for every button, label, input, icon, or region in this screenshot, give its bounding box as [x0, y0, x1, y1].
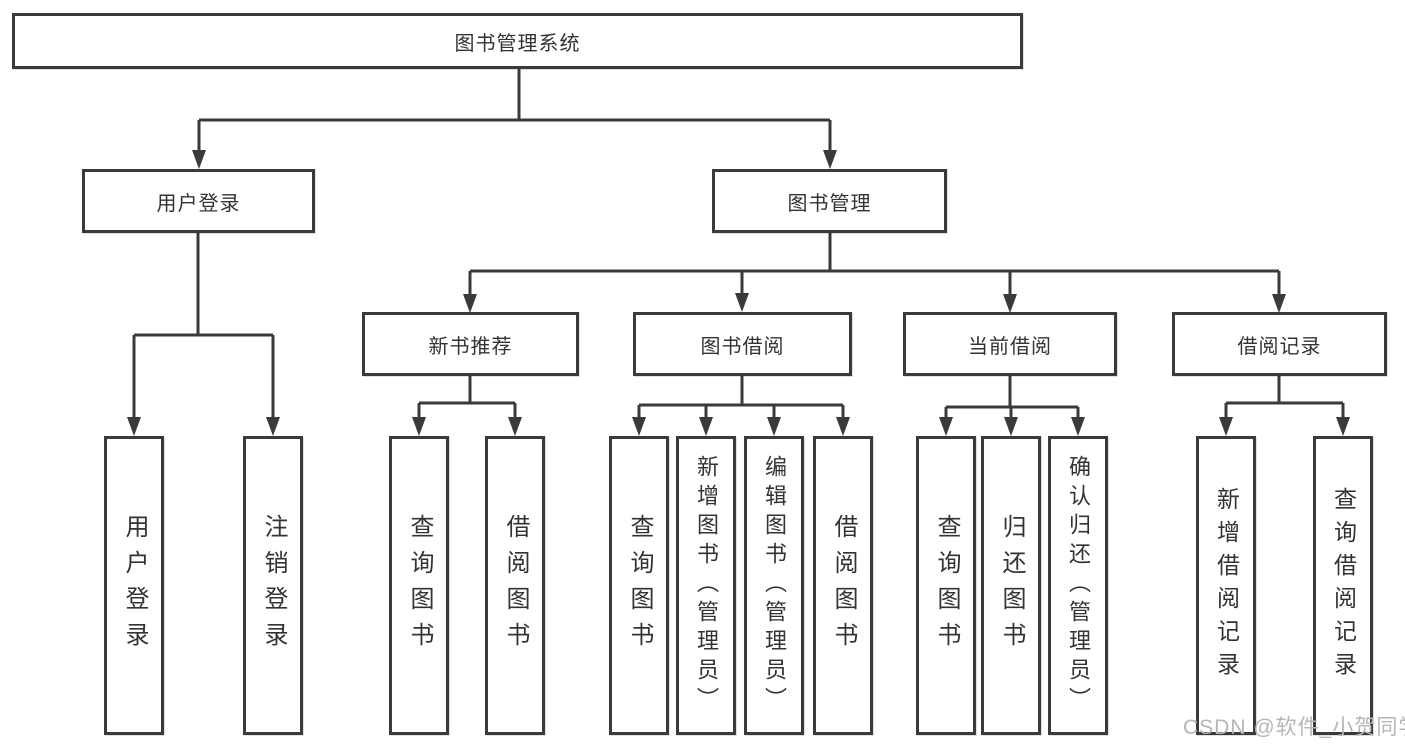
node-book-management-label: 图书管理: [787, 192, 872, 215]
leaf-newrec-query-book-label: 查询图书: [406, 513, 433, 658]
leaf-query-borrow-record-label: 查询借阅记录: [1330, 486, 1357, 685]
leaf-newrec-borrow-book: 借阅图书: [485, 436, 545, 735]
node-borrow-record: 借阅记录: [1172, 312, 1387, 376]
arrowheads: [127, 150, 1350, 436]
leaf-add-book-admin-label: 新增图书（管理员）: [694, 455, 719, 716]
node-book-management: 图书管理: [712, 169, 947, 233]
node-new-book-recommend-label: 新书推荐: [428, 335, 513, 358]
node-root: 图书管理系统: [12, 13, 1023, 69]
leaf-return-book: 归还图书: [981, 436, 1041, 735]
leaf-current-query-book: 查询图书: [916, 436, 976, 735]
leaf-borrow-book-label: 借阅图书: [830, 513, 857, 658]
leaf-borrow-book: 借阅图书: [813, 436, 873, 735]
leaf-borrow-query-book: 查询图书: [609, 436, 669, 735]
leaf-newrec-query-book: 查询图书: [389, 436, 449, 735]
csdn-watermark: CSDN @软件_小贺同学: [1183, 716, 1405, 739]
node-current-borrow-label: 当前借阅: [968, 335, 1052, 358]
node-book-borrow: 图书借阅: [633, 312, 852, 376]
leaf-logout: 注销登录: [243, 436, 303, 735]
leaf-user-login: 用户登录: [104, 436, 164, 735]
leaf-add-book-admin: 新增图书（管理员）: [676, 436, 736, 735]
connector-segments: [132, 69, 1345, 420]
node-user-login: 用户登录: [82, 169, 315, 233]
node-book-borrow-label: 图书借阅: [700, 335, 785, 358]
leaf-confirm-return-admin-label: 确认归还（管理员）: [1066, 455, 1091, 716]
node-borrow-record-label: 借阅记录: [1237, 335, 1322, 358]
node-current-borrow: 当前借阅: [903, 312, 1117, 376]
leaf-return-book-label: 归还图书: [998, 513, 1025, 658]
leaf-current-query-book-label: 查询图书: [933, 513, 960, 658]
node-user-login-label: 用户登录: [156, 192, 241, 215]
leaf-add-borrow-record-label: 新增借阅记录: [1213, 486, 1240, 685]
leaf-confirm-return-admin: 确认归还（管理员）: [1048, 436, 1108, 735]
leaf-add-borrow-record: 新增借阅记录: [1196, 436, 1256, 735]
leaf-edit-book-admin: 编辑图书（管理员）: [744, 436, 804, 735]
leaf-query-borrow-record: 查询借阅记录: [1313, 436, 1373, 735]
leaf-newrec-borrow-book-label: 借阅图书: [502, 513, 529, 658]
leaf-edit-book-admin-label: 编辑图书（管理员）: [762, 455, 787, 716]
leaf-logout-label: 注销登录: [260, 513, 287, 658]
leaf-borrow-query-book-label: 查询图书: [626, 513, 653, 658]
node-new-book-recommend: 新书推荐: [362, 312, 579, 376]
node-root-label: 图书管理系统: [454, 32, 581, 55]
leaf-user-login-label: 用户登录: [121, 513, 148, 658]
